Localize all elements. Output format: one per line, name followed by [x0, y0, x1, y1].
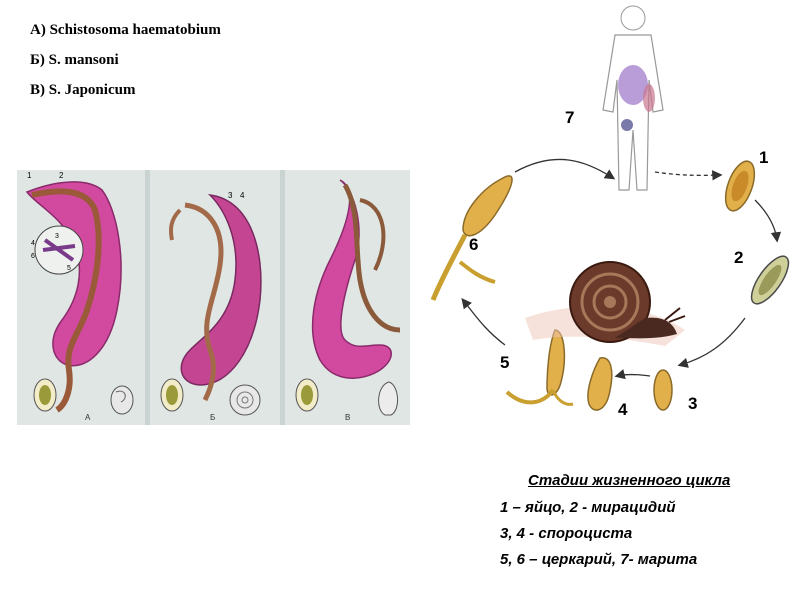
stage-label-7: 7	[565, 108, 575, 127]
sporocyst-stage-4	[587, 357, 613, 411]
callout-3: 3	[55, 233, 59, 240]
arrow-sporocyst-3-to-4	[614, 369, 651, 380]
stage-label-4: 4	[618, 400, 628, 419]
arrow-egg-to-miracidium	[754, 199, 782, 243]
species-list: А) Schistosoma haematobium Б) S. mansoni…	[30, 15, 221, 105]
male-worm-body	[31, 188, 102, 413]
stage-label-2: 2	[734, 248, 744, 267]
stage-label-5: 5	[500, 353, 510, 372]
miracidium-stage	[750, 255, 790, 305]
schistosoma-mansoni-illustration: 3 4	[160, 191, 262, 416]
arrow-cercaria-to-human	[514, 158, 616, 180]
cercaria-stage-6	[430, 175, 513, 301]
sporocyst-stage-3	[653, 369, 673, 411]
cercaria-stage-5	[505, 329, 574, 406]
snail-intermediate-host	[525, 261, 686, 346]
panel-a: 1 2 3 4 5 6 А	[17, 170, 145, 425]
female-worm-body	[311, 179, 392, 379]
snail-shell-icon	[110, 385, 134, 415]
arrow-cercaria-5-to-6	[461, 297, 506, 346]
callout-6: 6	[31, 253, 35, 260]
callout-3: 3	[228, 191, 233, 200]
male-worm-body	[342, 183, 401, 333]
callout-4: 4	[31, 240, 35, 247]
organs-icon	[618, 65, 648, 105]
panel-letter-c: В	[345, 413, 351, 422]
cycle-arrows	[461, 158, 782, 380]
life-cycle-drawing	[430, 5, 790, 411]
species-japonicum: В) S. Japonicum	[30, 82, 136, 98]
egg-stage	[724, 160, 756, 212]
life-cycle-legend: Стадии жизненного цикла 1 – яйцо, 2 - ми…	[500, 472, 730, 568]
snail-shell-icon	[229, 384, 261, 416]
callout-1: 1	[27, 171, 32, 180]
legend-line-sporocyst: 3, 4 - спороциста	[500, 525, 633, 542]
species-haematobium: А) Schistosoma haematobium	[30, 22, 221, 38]
legend-line-egg-miracidium: 1 – яйцо, 2 - мирацидий	[500, 499, 676, 516]
male-worm-body	[180, 193, 262, 386]
species-illustration-panels: 1 2 3 4 5 6 А 3 4 Б	[17, 170, 410, 425]
panel-letter-b: Б	[210, 413, 216, 422]
panel-letter-a: А	[85, 413, 91, 422]
inset-detail	[42, 238, 76, 262]
species-mansoni: Б) S. mansoni	[30, 52, 119, 68]
schistosoma-haematobium-illustration: 1 2 3 4 5 6	[25, 171, 134, 415]
life-cycle-diagram: 7 1 2 3 4 5 6	[415, 0, 794, 440]
stage-label-1: 1	[759, 148, 769, 167]
schistosoma-japonicum-illustration	[295, 179, 401, 416]
arrow-miracidium-to-sporocyst	[677, 317, 746, 368]
legend-title: Стадии жизненного цикла	[528, 472, 731, 489]
human-host-figure	[602, 5, 664, 191]
female-worm-body	[184, 202, 224, 402]
callout-5: 5	[67, 265, 71, 272]
stage-label-3: 3	[688, 394, 698, 413]
callout-2: 2	[59, 171, 64, 180]
callout-4: 4	[240, 191, 245, 200]
legend-line-cercaria-marita: 5, 6 – церкарий, 7- марита	[500, 551, 698, 568]
arrow-human-to-egg	[654, 170, 723, 181]
stage-label-6: 6	[469, 235, 479, 254]
snail-shell-icon	[378, 381, 398, 416]
panel-b: 3 4 Б	[150, 170, 280, 425]
panel-c: В	[285, 170, 410, 425]
